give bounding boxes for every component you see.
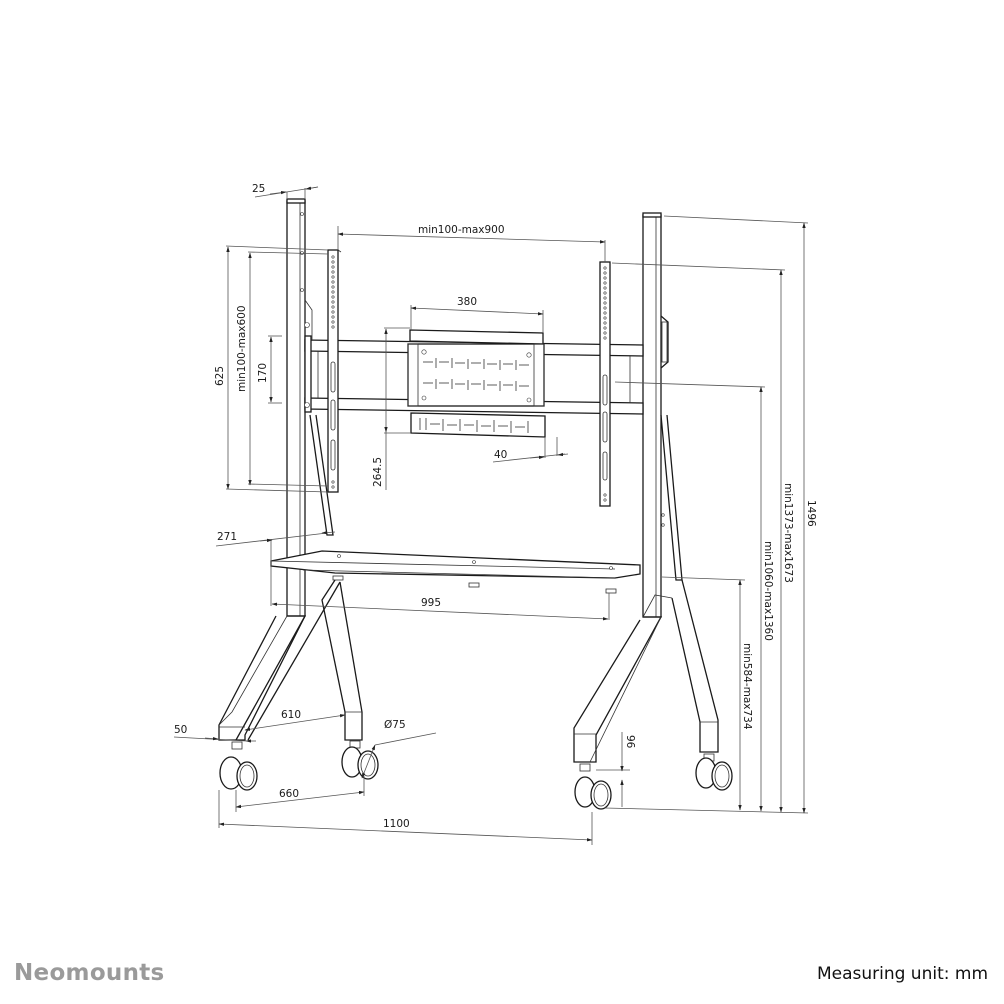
right-upright-column xyxy=(642,212,669,618)
dim-caster-diameter: Ø75 xyxy=(361,719,437,779)
label-vesa-horizontal: min100-max900 xyxy=(418,224,505,236)
dim-caster-span: 660 xyxy=(235,776,365,812)
label-caster-diameter: Ø75 xyxy=(384,719,406,731)
label-shelf-depth: 271 xyxy=(217,531,237,543)
caster-rear-right xyxy=(695,753,733,791)
dim-plate-depth: 264.5 xyxy=(372,327,411,490)
dim-shelf-height: min584-max734 xyxy=(661,576,753,811)
brand-logo: Neomounts xyxy=(14,960,165,986)
label-top-height: min1373-max1673 xyxy=(782,483,794,583)
caster-rear-left xyxy=(574,763,612,810)
dim-shelf-depth: 271 xyxy=(215,530,336,606)
label-plate-width: 380 xyxy=(457,296,477,308)
dim-shelf-width: 995 xyxy=(271,593,610,621)
dim-upright-width: 25 xyxy=(252,183,319,198)
dim-center-height: min1060-max1360 xyxy=(614,381,774,812)
label-base-length: 1100 xyxy=(383,818,410,830)
label-leg-width: 50 xyxy=(174,724,187,736)
caster-front-left xyxy=(219,741,258,791)
label-leg-inner-width: 610 xyxy=(281,709,301,721)
label-vesa-vertical: min100-max600 xyxy=(236,305,248,392)
label-shelf-height: min584-max734 xyxy=(741,643,753,730)
dim-tilt-offset: 170 xyxy=(257,335,282,404)
caster-front-mid xyxy=(341,740,379,780)
label-upright-width: 25 xyxy=(252,183,265,195)
dim-total-height: 1496 xyxy=(663,215,817,814)
left-vesa-bracket xyxy=(304,249,342,493)
right-base-legs xyxy=(573,579,719,763)
label-plate-offset: 40 xyxy=(494,449,507,461)
label-shelf-width: 995 xyxy=(421,597,441,609)
left-upright-column xyxy=(286,198,306,617)
right-vesa-bracket xyxy=(599,261,611,507)
label-plate-depth: 264.5 xyxy=(372,457,384,487)
label-vesa-vertical-total: 625 xyxy=(214,366,226,386)
dim-plate-width: 380 xyxy=(410,296,544,333)
label-tilt-offset: 170 xyxy=(257,363,269,383)
dim-leg-width: 50 xyxy=(173,724,256,743)
label-total-height: 1496 xyxy=(805,500,817,527)
dim-vesa-vertical-total: 625 xyxy=(214,245,329,493)
label-caster-height: 96 xyxy=(624,735,636,749)
label-center-height: min1060-max1360 xyxy=(762,541,774,641)
dim-vesa-horizontal: min100-max900 xyxy=(337,224,606,262)
center-adapter-plate xyxy=(407,329,546,438)
upper-braces xyxy=(309,414,683,581)
ground-reference-line xyxy=(604,807,809,814)
dim-top-height: min1373-max1673 xyxy=(611,262,794,813)
label-caster-span: 660 xyxy=(279,788,299,800)
dim-base-length: 1100 xyxy=(218,790,593,845)
dim-plate-offset: 40 xyxy=(492,437,569,463)
dim-caster-height: 96 xyxy=(596,732,636,807)
dim-leg-inner-width: 610 xyxy=(244,709,346,731)
dim-vesa-vertical: min100-max600 xyxy=(236,251,329,487)
measuring-unit-label: Measuring unit: mm xyxy=(816,964,988,984)
shelf xyxy=(270,550,641,594)
